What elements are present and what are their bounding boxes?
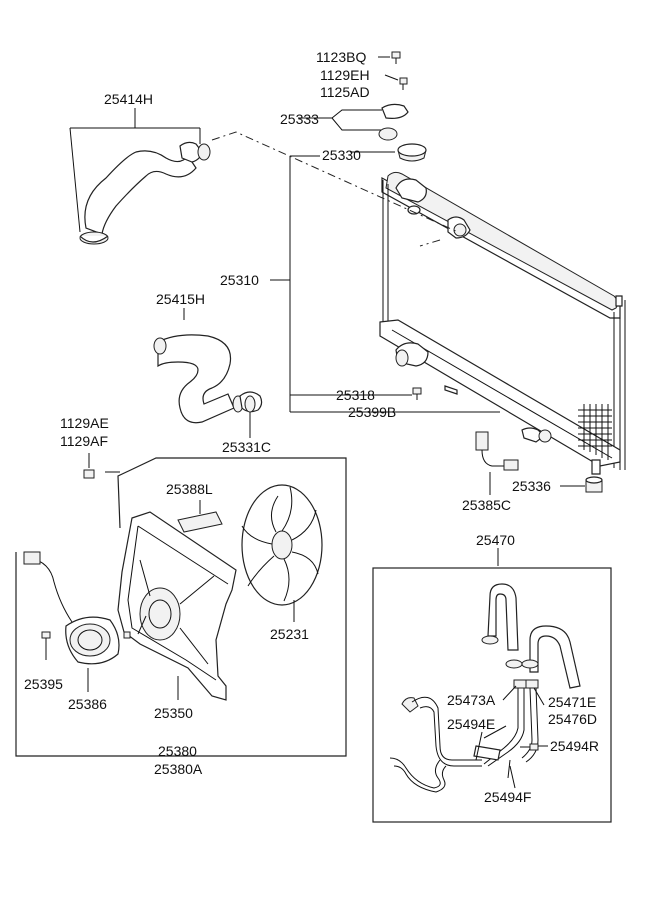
label-25333: 25333 (280, 111, 319, 127)
label-25350: 25350 (154, 705, 193, 721)
drain-plug-25318 (412, 387, 422, 400)
label-25385c: 25385C (462, 497, 511, 513)
label-25476d: 25476D (548, 711, 597, 727)
shroud-clip (123, 631, 131, 639)
label-1129eh: 1129EH (320, 67, 370, 83)
lower-hose-25415h (153, 308, 244, 424)
bracket-25333 (298, 103, 409, 141)
label-25331c: 25331C (222, 439, 271, 455)
label-25470: 25470 (476, 532, 515, 548)
label-25395: 25395 (24, 676, 63, 692)
cooler-hose-left (481, 583, 523, 669)
cooler-pipes (389, 679, 539, 793)
upper-hose-25414h (69, 108, 211, 245)
fan-blade-25231 (241, 484, 323, 622)
routing-line-lower (419, 239, 441, 247)
label-1125ad: 1125AD (320, 84, 370, 100)
cooler-hose-right (521, 625, 581, 689)
label-plate-25388l (177, 500, 223, 533)
label-25494r: 25494R (550, 738, 599, 754)
bolt-1129ae (83, 453, 95, 479)
bolt-1129eh (384, 74, 408, 90)
label-25231: 25231 (270, 626, 309, 642)
bolt-1123bq (378, 51, 401, 64)
leader-25310 (270, 155, 412, 413)
label-25380a: 25380A (154, 761, 203, 777)
label-25415h: 25415H (156, 291, 205, 307)
label-25494e: 25494E (447, 716, 495, 732)
radiator-core (379, 171, 626, 475)
label-25473a: 25473A (447, 692, 496, 708)
label-1129af: 1129AF (60, 433, 108, 449)
label-1129ae: 1129AE (60, 415, 109, 431)
screw-25395 (41, 631, 51, 660)
label-25336: 25336 (512, 478, 551, 494)
sensor-25385c (475, 431, 519, 495)
clamp-25331c (239, 391, 263, 438)
routing-line-upper (211, 131, 459, 233)
label-25380: 25380 (158, 743, 197, 759)
label-25388l: 25388L (166, 481, 213, 497)
radiator-cap-25330 (350, 143, 427, 162)
label-25310: 25310 (220, 272, 259, 288)
label-1123bq: 1123BQ (316, 49, 366, 65)
label-25471e: 25471E (548, 694, 596, 710)
label-25399b: 25399B (348, 404, 396, 420)
mount-25336 (560, 476, 603, 493)
cooler-leaders (483, 685, 548, 789)
label-25318: 25318 (336, 387, 375, 403)
label-25330: 25330 (322, 147, 361, 163)
fan-assembly-outline (15, 457, 347, 757)
oil-cooler-box (372, 567, 612, 823)
label-25414h: 25414H (104, 91, 153, 107)
label-25386: 25386 (68, 696, 107, 712)
fan-motor-25386 (23, 551, 120, 692)
label-25494f: 25494F (484, 789, 531, 805)
fan-shroud-25350 (117, 511, 237, 701)
